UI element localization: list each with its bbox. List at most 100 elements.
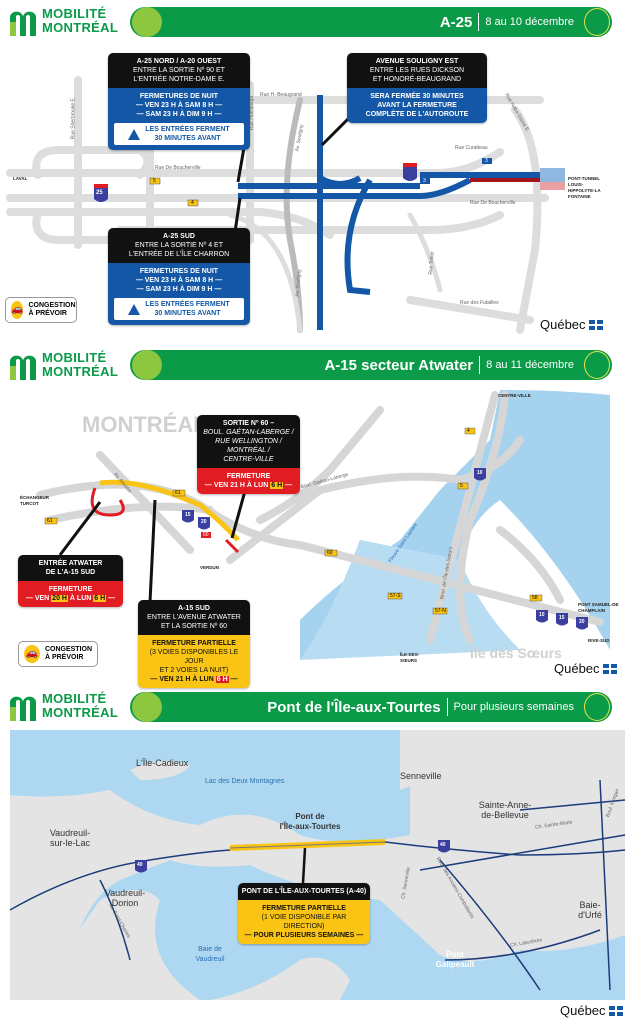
text-label: DE L'A-15 SUD bbox=[45, 569, 96, 576]
text-label: L'ENTRÉE NOTRE-DAME E. bbox=[133, 76, 225, 83]
car-icon: 🚗 bbox=[11, 301, 24, 319]
a20-shield: 20 bbox=[579, 619, 585, 625]
a20-shield: 20 bbox=[201, 519, 207, 525]
panel-dates: 8 au 10 décembre bbox=[485, 16, 574, 28]
text-label: — VEN 23 H À SAM 8 H — bbox=[135, 277, 223, 284]
text-label: — SAM 23 H À DIM 9 H — bbox=[136, 111, 222, 118]
text-label: FERMETURE bbox=[226, 473, 271, 480]
exit-shield: 57-N bbox=[435, 608, 446, 614]
a40-shield: 40 bbox=[137, 862, 143, 868]
place-ile-des-soeurs: Île des Sœurs bbox=[470, 645, 562, 661]
lake-label: Lac des Deux Montagnes bbox=[205, 778, 285, 785]
text-label: l'Île-aux-Tourtes bbox=[279, 822, 341, 831]
text-label: ENTRÉE ATWATER bbox=[38, 560, 103, 567]
text-label: 6 H bbox=[215, 676, 229, 683]
text-label: Sainte-Anne- bbox=[478, 800, 532, 810]
direction-rive-sud: RIVE-SUD bbox=[588, 638, 610, 643]
exit-shield: 60 bbox=[203, 532, 209, 538]
quebec-logo: Québec bbox=[560, 1003, 623, 1018]
text-label: FERMETURE PARTIELLE bbox=[152, 640, 236, 647]
text-label: CENTRE-VILLE bbox=[223, 456, 274, 463]
street-label: Rue Curatteau bbox=[455, 145, 488, 151]
quebec-logo: Québec bbox=[554, 661, 617, 676]
text-label: LES ENTRÉES FERMENT bbox=[145, 126, 230, 133]
street-label: Rue De Boucherville bbox=[155, 165, 201, 171]
street-label: Rue des Futailles bbox=[460, 300, 499, 306]
warning-icon bbox=[128, 128, 141, 140]
direction-laval: LAVAL bbox=[13, 176, 28, 181]
panel-title: Pont de l'Île-aux-Tourtes bbox=[267, 698, 441, 716]
text-label: LES ENTRÉES FERMENT bbox=[145, 301, 230, 308]
text-label: AVENUE SOULIGNY EST bbox=[375, 58, 459, 65]
text-label: À LUN bbox=[67, 595, 94, 602]
exit-3-shield: 3 bbox=[423, 178, 426, 184]
a15-shield: 15 bbox=[185, 512, 191, 518]
brand-line2: MONTRÉAL bbox=[42, 20, 119, 35]
text-label: Dorion bbox=[111, 898, 139, 908]
exit-shield: 5 bbox=[460, 483, 463, 489]
text-label: CONGESTION bbox=[28, 302, 76, 309]
text-label: Pont bbox=[446, 950, 464, 959]
panel-dates: 8 au 11 décembre bbox=[486, 359, 574, 371]
text-label: d'Urfé bbox=[578, 910, 602, 920]
text-label: ENTRE L'AVENUE ATWATER bbox=[147, 614, 241, 621]
text-label: — VEN 23 H À SAM 8 H — bbox=[135, 102, 223, 109]
text-label: RUE WELLINGTON / MONTRÉAL / bbox=[215, 438, 282, 454]
a15-shield: 15 bbox=[559, 615, 565, 621]
text-label: FERMETURE PARTIELLE bbox=[262, 905, 346, 912]
place-montreal: MONTRÉAL bbox=[82, 412, 207, 437]
exit-shield: 57-S bbox=[390, 593, 401, 599]
brand-line1: MOBILITÉ bbox=[42, 6, 107, 21]
text-label: — SAM 23 H À DIM 9 H — bbox=[136, 286, 222, 293]
direction-centre-ville: CENTRE-VILLE bbox=[498, 393, 531, 398]
text-label: 20 H bbox=[51, 595, 68, 602]
text-label: L'ENTRÉE DE L'ÎLE CHARRON bbox=[128, 251, 230, 258]
text-label: MONTRÉAL bbox=[42, 705, 119, 720]
direction-turcot: ÉCHANGEUR TURCOT bbox=[20, 495, 50, 506]
text-label: SORTIE Nº 60 – bbox=[222, 420, 275, 427]
text-label: 30 MINUTES AVANT bbox=[154, 310, 221, 317]
text-label: Baie- bbox=[579, 900, 601, 910]
place-label: L'Île-Cadieux bbox=[136, 758, 189, 768]
callout-a25-sud: A-25 SUD ENTRE LA SORTIE Nº 4 ET L'ENTRÉE … bbox=[108, 228, 250, 325]
text-label: MOBILITÉ bbox=[42, 691, 107, 706]
text-label: Vaudreuil- bbox=[49, 828, 91, 838]
text-label: À PRÉVOIR bbox=[28, 310, 67, 317]
text-label: MOBILITÉ bbox=[42, 350, 107, 365]
text-label: ENTRE LA SORTIE Nº 4 ET bbox=[134, 242, 223, 249]
text-label: Vaudreuil bbox=[195, 956, 225, 963]
text-label: — POUR PLUSIEURS SEMAINES — bbox=[244, 932, 364, 939]
text-label: (3 VOIES DISPONIBLES LE JOUR bbox=[149, 649, 239, 665]
exit-3-shield: 3 bbox=[485, 158, 488, 164]
a25-shield-icon bbox=[94, 184, 108, 202]
text-label: CONGESTION bbox=[44, 646, 92, 653]
text-label: A-25 SUD bbox=[163, 233, 195, 240]
quebec-logo: Québec bbox=[540, 317, 603, 332]
text-label: MONTRÉAL bbox=[42, 364, 119, 379]
direction-ile-des-soeurs: ÎLE-DES-SŒURS bbox=[400, 652, 420, 663]
place-label: Senneville bbox=[400, 771, 442, 781]
header-bar-a15: A-15 secteur Atwater 8 au 11 décembre bbox=[130, 350, 612, 380]
text-label: FERMETURES DE NUIT bbox=[139, 93, 219, 100]
text-label: (1 VOIE DISPONIBLE PAR DIRECTION) bbox=[261, 914, 347, 930]
text-label: AVANT LA FERMETURE bbox=[377, 102, 457, 109]
text-label: FERMETURE bbox=[48, 586, 93, 593]
text-label: Baie de bbox=[198, 946, 222, 953]
exit-4-shield: 4 bbox=[191, 200, 194, 206]
panel-title: A-15 secteur Atwater bbox=[324, 356, 474, 374]
warning-icon bbox=[128, 303, 141, 315]
text-label: 6 H bbox=[270, 482, 284, 489]
text-label: A-25 NORD / A-20 OUEST bbox=[136, 58, 222, 65]
a25-shield-label: 25 bbox=[96, 190, 103, 196]
text-label: A-15 SUD bbox=[178, 605, 210, 612]
text-label: FERMETURES DE NUIT bbox=[139, 268, 219, 275]
exit-shield: 61 bbox=[175, 490, 181, 496]
